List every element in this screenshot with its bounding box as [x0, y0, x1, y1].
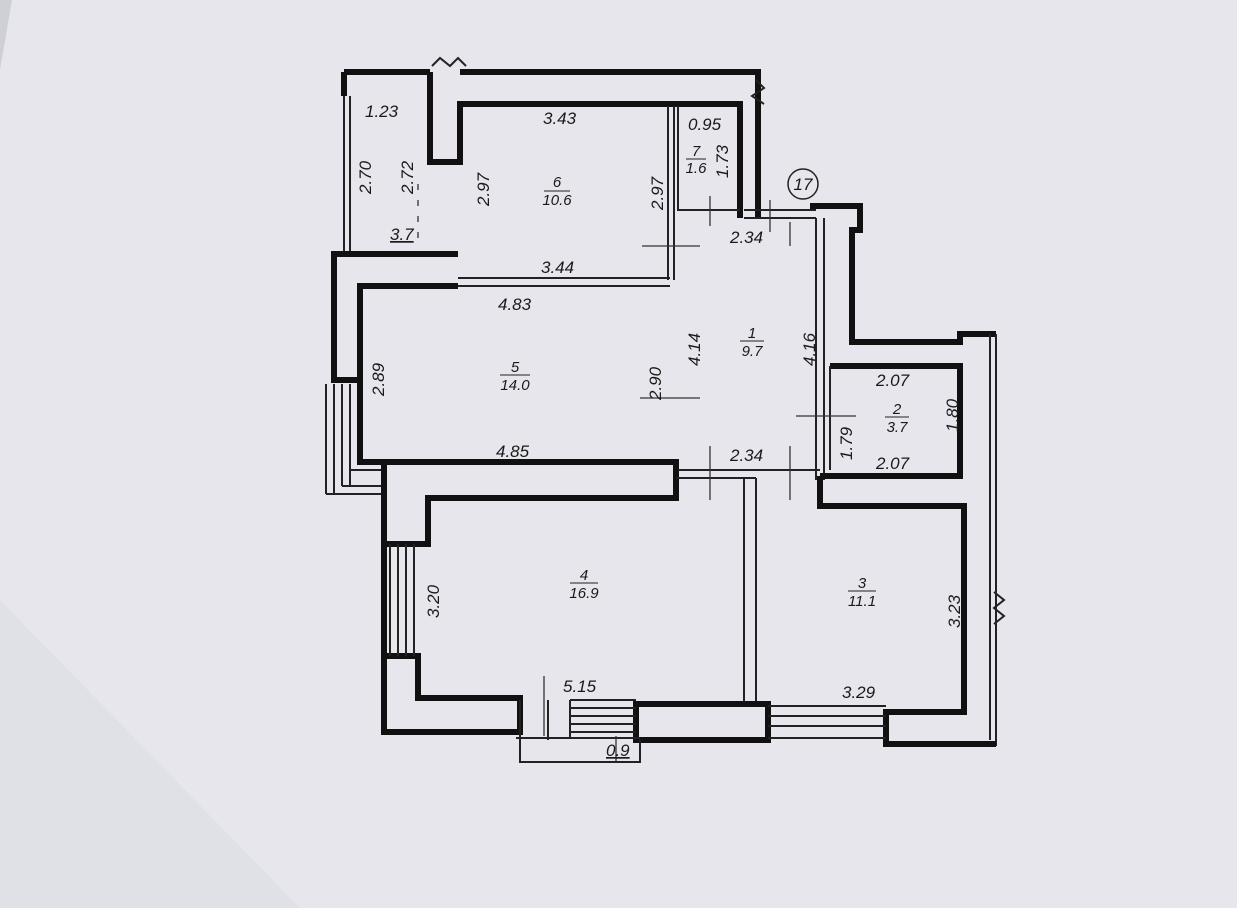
dim-r3-right: 3.23 [945, 594, 964, 628]
dim-r5-right: 2.90 [646, 366, 665, 401]
room-3-walls [817, 476, 996, 747]
dim-door-width: 0.9 [606, 741, 630, 760]
dim-r6-right: 2.97 [648, 176, 667, 211]
dim-balcony-left-b: 2.72 [398, 160, 417, 195]
ticks [543, 196, 856, 762]
room-5-window-left [325, 384, 384, 495]
room-6-partition [667, 106, 740, 280]
dim-r5-left: 2.89 [369, 362, 388, 397]
dim-balcony-top: 1.23 [365, 102, 399, 121]
dim-r6-left: 2.97 [474, 172, 493, 207]
dim-r1-left: 4.14 [685, 333, 704, 366]
room-4-bottom-window [569, 699, 636, 738]
room-5-left-wall [357, 380, 679, 547]
room-4-bottom-wall [633, 701, 771, 743]
room-3-number: 3 [858, 575, 867, 592]
room-7-area: 1.6 [686, 160, 708, 177]
room-6-area: 10.6 [542, 192, 572, 209]
room-6-number: 6 [553, 174, 562, 191]
wall-stub-balcony [427, 72, 668, 165]
room-3-partition [743, 478, 757, 704]
dim-r2-left: 1.79 [837, 426, 856, 460]
dim-r7-right: 1.73 [713, 144, 732, 178]
dim-r5-top: 4.83 [498, 295, 532, 314]
room-1-right-wall [810, 203, 996, 345]
room-6-bottom [458, 277, 670, 287]
dim-r2-right: 1.80 [943, 398, 962, 432]
plan-number-circle [787, 168, 819, 200]
room-1-top [744, 209, 816, 219]
room-5-area: 14.0 [500, 377, 530, 394]
room-1-area: 9.7 [742, 343, 764, 360]
room-6-walls [668, 101, 743, 218]
plan-number: 17 [794, 175, 813, 194]
room-4-left-window [389, 544, 415, 656]
room-2-number: 2 [892, 401, 902, 418]
dim-r6-top: 3.43 [543, 109, 577, 128]
dim-r4-bottom: 5.15 [563, 677, 597, 696]
outer-right-break [992, 591, 1006, 625]
room-2-walls [820, 363, 963, 479]
room-7-number: 7 [692, 143, 701, 160]
dim-r4-left: 3.20 [424, 584, 443, 618]
balcony-outline [341, 56, 766, 254]
dim-r1-top: 2.34 [729, 228, 763, 247]
room-5-upper-wall [331, 251, 458, 383]
room-3-bottom-window [768, 705, 886, 739]
room-1-right-thin [815, 218, 825, 480]
dim-r3-bottom: 3.29 [842, 683, 876, 702]
dim-r2-bottom: 2.07 [875, 454, 910, 473]
room-1-number: 1 [748, 325, 756, 342]
dim-r7-top: 0.95 [688, 115, 722, 134]
room-2-area: 3.7 [887, 419, 909, 436]
dim-r6-bottom: 3.44 [541, 258, 574, 277]
room-4-area: 16.9 [569, 585, 599, 602]
dim-r5-bottom: 4.85 [496, 442, 530, 461]
dim-balcony-bottom: 3.7 [390, 225, 414, 244]
paper-shade [0, 600, 300, 908]
outer-right-wall [989, 334, 997, 746]
dim-r2-top: 2.07 [875, 371, 910, 390]
room-4-number: 4 [580, 567, 588, 584]
dim-r1-bottom: 2.34 [729, 446, 763, 465]
dim-balcony-left-a: 2.70 [356, 160, 375, 195]
door-frame [516, 700, 641, 763]
room-3-hall-wall [676, 469, 820, 479]
room-5-number: 5 [511, 359, 520, 376]
room-3-area: 11.1 [848, 593, 876, 610]
dim-r1-right: 4.16 [800, 332, 819, 366]
